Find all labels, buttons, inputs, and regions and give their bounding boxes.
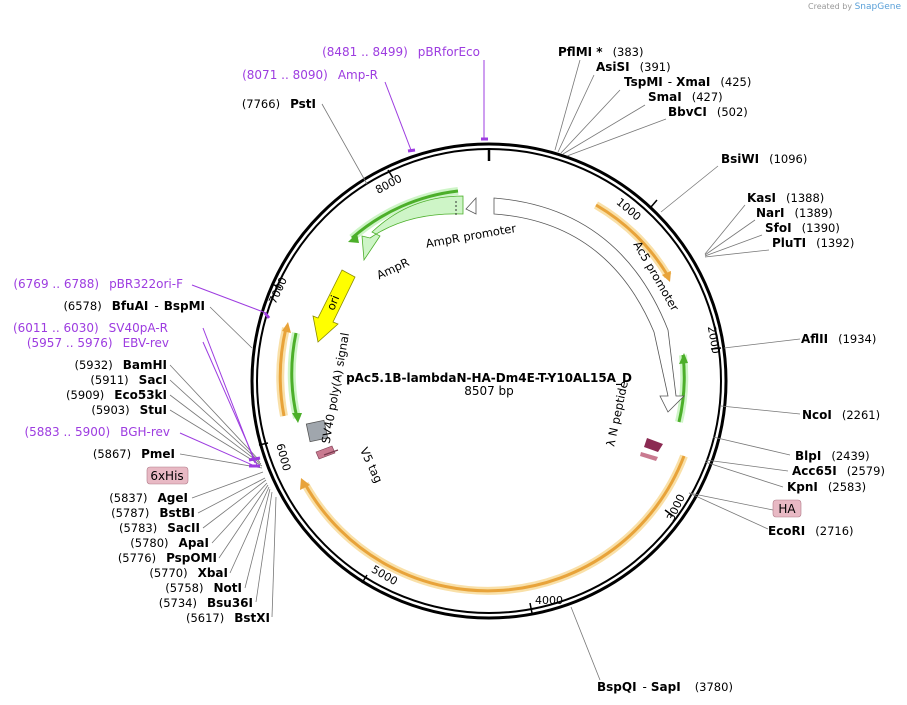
site-ncoi: NcoI(2261) xyxy=(802,408,880,422)
credit-prefix: Created by xyxy=(808,2,853,11)
site-noti: (5758)NotI xyxy=(165,581,242,595)
sv40-polya-feature xyxy=(305,419,329,443)
snapgene-credit: Created by SnapGene xyxy=(808,2,901,12)
site-bstxi: (5617)BstXI xyxy=(186,611,270,625)
ampr-feature xyxy=(361,195,464,262)
ha-feature-box xyxy=(772,499,802,518)
site-bsiwi: BsiWI(1096) xyxy=(721,152,807,166)
ampr-promoter-label: AmpR promoter xyxy=(425,221,518,251)
ori-feature xyxy=(312,269,356,343)
site-sacii: (5783)SacII xyxy=(119,521,200,535)
site-aflii: AflII(1934) xyxy=(801,332,876,346)
site-saci: (5911)SacI xyxy=(90,373,167,387)
his-feature-label: 6xHis xyxy=(150,469,183,483)
site-eco53ki: (5909)Eco53kI xyxy=(66,388,167,402)
snapgene-logo: SnapGene xyxy=(854,2,901,12)
ha-feature-label: HA xyxy=(778,502,796,516)
ruler-label-8000: 8000 xyxy=(373,172,404,197)
backbone-outer xyxy=(250,142,728,620)
site-bamhi: (5932)BamHI xyxy=(74,358,167,372)
site-pluti: PluTI(1392) xyxy=(772,236,854,250)
his-feature-box xyxy=(146,466,189,485)
lambda-n-feature xyxy=(644,438,663,452)
sv40-polya-label: SV40 poly(A) signal xyxy=(319,332,352,445)
site-kasi: KasI(1388) xyxy=(747,191,824,205)
site-nari: NarI(1389) xyxy=(756,206,833,220)
ruler-label-4000: 4000 xyxy=(535,594,563,607)
plasmid-name: pAc5.1B-lambdaN-HA-Dm4E-T-Y10AL15A_D xyxy=(346,371,632,386)
ampr-promoter-feature xyxy=(465,196,477,215)
site-agei: (5837)AgeI xyxy=(109,491,188,505)
site-bsu36i: (5734)Bsu36I xyxy=(159,596,253,610)
primer-marks xyxy=(248,137,488,468)
site-bbvci: BbvCI(502) xyxy=(668,105,748,119)
ruler xyxy=(258,169,722,614)
ac5-promoter-feature xyxy=(493,197,685,413)
site-bspqi-sapi: BspQI-SapI(3780) xyxy=(597,680,733,694)
lambda-n-label: λ N peptide xyxy=(603,380,631,448)
orf-arcs xyxy=(276,187,689,595)
primer-pbr322ori-f: (6769 .. 6788)pBR322ori-F xyxy=(13,277,183,291)
connectors-right xyxy=(554,59,801,681)
ruler-label-6000: 6000 xyxy=(273,442,293,472)
site-kpni: KpnI(2583) xyxy=(787,480,866,494)
site-blpi: BlpI(2439) xyxy=(795,449,870,463)
orf-arc-big xyxy=(301,454,688,595)
site-smai: SmaI(427) xyxy=(648,90,723,104)
site-psti: (7766)PstI xyxy=(242,97,316,111)
primer-bgh-rev: (5883 .. 5900)BGH-rev xyxy=(24,425,170,439)
site-stui: (5903)StuI xyxy=(91,403,167,417)
primer-pbrforeco: (8481 .. 8499)pBRforEco xyxy=(322,45,480,59)
v5-tag-feature xyxy=(315,445,336,460)
plasmid-size: 8507 bp xyxy=(464,384,514,398)
primer-lines xyxy=(179,60,485,468)
ha-tag-feature xyxy=(640,452,658,461)
site-xbai: (5770)XbaI xyxy=(149,566,228,580)
site-apai: (5780)ApaI xyxy=(130,536,209,550)
site-bstbi: (5787)BstBI xyxy=(111,506,195,520)
site-ecori: EcoRI(2716) xyxy=(768,524,854,538)
primer-sv40pa-r: (6011 .. 6030)SV40pA-R xyxy=(13,321,168,335)
primer-ebv-rev: (5957 .. 5976)EBV-rev xyxy=(27,336,169,350)
primer-amp-r: (8071 .. 8090)Amp-R xyxy=(242,68,378,82)
v5-tag-label: V5 tag xyxy=(357,445,386,485)
connectors-left xyxy=(169,103,368,618)
site-asisi: AsiSI(391) xyxy=(596,60,671,74)
ruler-label-2000: 2000 xyxy=(705,325,723,355)
site-pspomi: (5776)PspOMI xyxy=(118,551,217,565)
ori-label: ori xyxy=(324,293,343,312)
site-pflmi: PflMI *(383) xyxy=(558,45,644,59)
site-tspmi-xmai: TspMI-XmaI(425) xyxy=(624,75,751,89)
ampr-label: AmpR xyxy=(374,255,411,282)
site-pmei: (5867)PmeI xyxy=(93,447,175,461)
site-acc65i: Acc65I(2579) xyxy=(792,464,885,478)
site-sfoi: SfoI(1390) xyxy=(765,221,840,235)
site-bfuai-bspmi: (6578)BfuAI-BspMI xyxy=(63,299,205,313)
